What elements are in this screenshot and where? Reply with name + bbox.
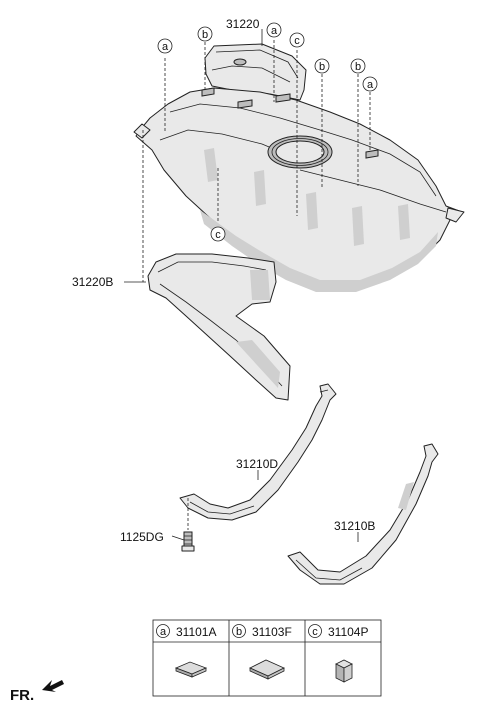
marker-a-3: a — [362, 76, 378, 92]
legend-part-b: 31103F — [252, 625, 292, 639]
label-31210b: 31210B — [334, 519, 375, 533]
svg-text:c: c — [312, 626, 318, 638]
legend-col-a: a 31101A — [156, 624, 216, 678]
marker-b-3: b — [350, 58, 366, 74]
marker-c-2: c — [210, 226, 226, 242]
marker-a-2: a — [266, 22, 282, 38]
svg-text:b: b — [236, 626, 242, 638]
marker-b-1: b — [197, 26, 213, 42]
heat-shield-lower-part — [147, 253, 291, 401]
bolt-part — [181, 531, 195, 552]
fuel-tank-body — [133, 87, 465, 292]
arrow-icon — [42, 680, 64, 692]
heat-shield-top-part — [204, 43, 307, 101]
pad-flat-icon — [174, 661, 208, 678]
legend-part-c: 31104P — [328, 625, 368, 639]
svg-text:c: c — [294, 35, 300, 47]
front-direction-indicator: FR. — [10, 680, 64, 704]
marker-b-2: b — [314, 58, 330, 74]
label-1125dg: 1125DG — [120, 530, 164, 544]
svg-text:b: b — [319, 61, 325, 73]
fr-label: FR. — [10, 687, 34, 704]
strap-right-part — [287, 443, 439, 585]
label-31220: 31220 — [226, 17, 260, 31]
label-31210d: 31210D — [236, 457, 278, 471]
leader-lines — [142, 40, 371, 530]
svg-text:b: b — [202, 29, 208, 41]
svg-text:a: a — [162, 41, 169, 53]
marker-a-1: a — [157, 38, 173, 54]
block-icon — [335, 659, 353, 683]
svg-text:a: a — [367, 79, 374, 91]
svg-text:a: a — [271, 25, 278, 37]
svg-text:c: c — [215, 229, 221, 241]
label-31220b: 31220B — [72, 275, 113, 289]
marker-c-1: c — [289, 32, 305, 48]
legend-col-b: b 31103F — [232, 624, 292, 680]
label-leaders — [124, 29, 359, 542]
strap-left-part — [179, 383, 337, 521]
legend-table: a 31101A b 31103F c 31104P — [152, 619, 382, 697]
legend-part-a: 31101A — [176, 625, 216, 639]
svg-text:a: a — [160, 626, 167, 638]
legend-col-c: c 31104P — [308, 624, 368, 683]
svg-text:b: b — [355, 61, 361, 73]
pad-square-icon — [249, 659, 285, 680]
